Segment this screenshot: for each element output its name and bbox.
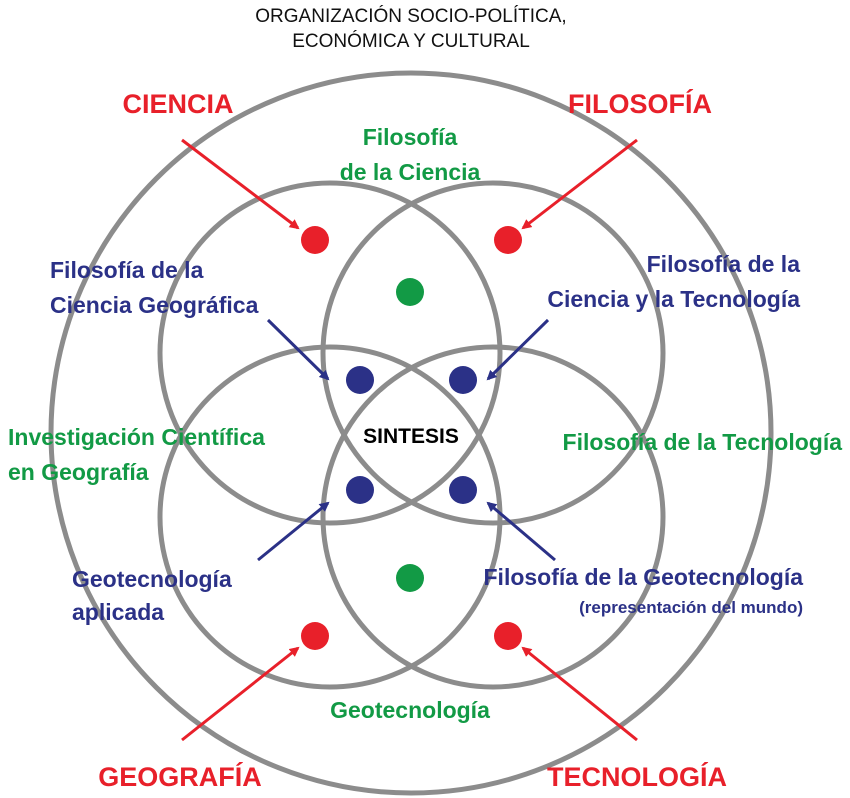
label-fil-ciencia-tecnologia-2: Ciencia y la Tecnología: [547, 286, 800, 312]
label-investigacion-1: Investigación Científica: [8, 424, 265, 450]
label-geotecnologia-aplicada-2: aplicada: [72, 599, 164, 625]
arrow-fil-geotecnologia: [486, 501, 556, 562]
arrow-geografia: [181, 646, 300, 742]
dot-filosofia-ciencia: [396, 278, 424, 306]
dot-ciencia: [301, 226, 329, 254]
arrow-geotecnologia-aplicada: [257, 501, 330, 562]
outer-circle: [48, 70, 774, 796]
label-fil-geotecnologia: Filosofía de la Geotecnología: [484, 564, 804, 590]
dot-geografia: [301, 622, 329, 650]
dot-filosofia: [494, 226, 522, 254]
dot-geotecnologia-aplicada: [346, 476, 374, 504]
circle-ciencia: [157, 180, 503, 526]
label-geografia: GEOGRAFÍA: [98, 761, 262, 792]
diagram-title-line2: ECONÓMICA Y CULTURAL: [292, 30, 530, 52]
label-geotecnologia-aplicada-1: Geotecnología: [72, 566, 232, 592]
circle-tecnologia: [320, 344, 666, 690]
arrow-fil-ciencia-tecnologia: [486, 318, 550, 381]
label-geotecnologia: Geotecnología: [330, 697, 490, 723]
arrow-fil-ciencia-geografica: [266, 318, 330, 381]
dot-fil-ciencia-geografica: [346, 366, 374, 394]
circle-filosofia: [320, 180, 666, 526]
dot-geotecnologia: [396, 564, 424, 592]
label-filosofia-ciencia-2: de la Ciencia: [340, 159, 481, 185]
label-tecnologia: TECNOLOGÍA: [547, 761, 727, 792]
label-ciencia: CIENCIA: [122, 89, 233, 119]
label-fil-ciencia-geografica-2: Ciencia Geográfica: [50, 292, 259, 318]
label-fil-ciencia-tecnologia-1: Filosofía de la: [647, 251, 801, 277]
label-investigacion-2: en Geografía: [8, 459, 149, 485]
dot-tecnologia: [494, 622, 522, 650]
dot-fil-geotecnologia: [449, 476, 477, 504]
arrow-ciencia: [181, 138, 300, 230]
label-filosofia-tecnologia: Filosofía de la Tecnología: [563, 429, 843, 455]
label-sintesis: SINTESIS: [363, 425, 459, 448]
arrow-filosofia: [521, 138, 638, 230]
label-fil-ciencia-geografica-1: Filosofía de la: [50, 257, 204, 283]
label-filosofia-ciencia-1: Filosofía: [363, 124, 458, 150]
diagram-title-line1: ORGANIZACIÓN SOCIO-POLÍTICA,: [255, 5, 566, 27]
label-filosofia: FILOSOFÍA: [568, 88, 712, 119]
arrow-tecnologia: [521, 646, 638, 742]
dot-fil-ciencia-tecnologia: [449, 366, 477, 394]
circle-geografia: [157, 344, 503, 690]
label-fil-geotecnologia-sub: (representación del mundo): [579, 598, 803, 617]
